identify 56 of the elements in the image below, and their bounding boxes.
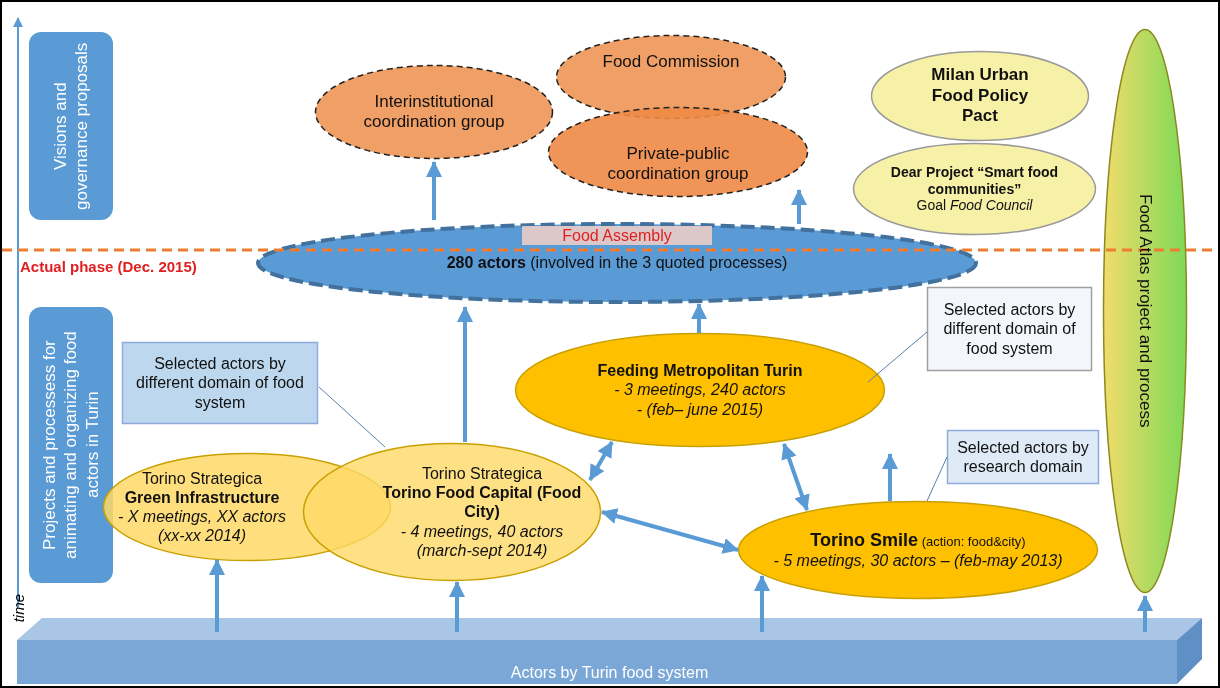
node-title: Feeding Metropolitan Turin [597, 361, 803, 381]
group-oval [547, 106, 809, 198]
process-oval [737, 500, 1099, 600]
node-title: Milan Urban Food Policy Pact [930, 65, 1030, 127]
arrow [691, 303, 707, 333]
node-text: 280 actors (involved in the 3 quoted processes) [446, 253, 788, 273]
arrow [791, 189, 807, 224]
node-title: Dear Project “Smart food communities” [889, 163, 1060, 198]
meeting-details: - X meetings, XX actors (xx-xx 2014) [116, 507, 288, 546]
pact-oval [870, 50, 1090, 142]
leader-line [318, 386, 386, 448]
band-text: Projects and processess for animating and organizing food actors in Turin [39, 330, 103, 561]
node-text: Torino Strategica [421, 464, 543, 484]
node-title: Green Infrastructure [124, 487, 280, 507]
meeting-details: - (feb– june 2015) [636, 399, 764, 419]
node-text: Private-public coordination group [606, 143, 750, 185]
band-text: Food Atlas project and process [1135, 194, 1156, 428]
arrow [754, 575, 770, 632]
leader-line [867, 331, 928, 383]
node-text: Selected actors by different domain of food system [942, 300, 1077, 358]
callout-box [122, 342, 318, 424]
node-text: Selected actors by research domain [956, 437, 1090, 477]
heading-band [29, 32, 113, 220]
atlas-oval [1102, 28, 1188, 594]
node-text: - 5 meetings, 30 actors – (feb-may 2013) [773, 551, 1063, 571]
phase-label: Actual phase (Dec. 2015) [20, 258, 197, 275]
band-text: Visions and governance proposals [49, 41, 92, 212]
axis-label: time [10, 594, 27, 623]
double-arrow [588, 441, 614, 481]
project-oval [852, 142, 1097, 236]
node-text: Food Commission [602, 51, 740, 73]
assembly-title: Food Assembly [522, 225, 712, 245]
process-oval [514, 332, 886, 448]
platform-text: Actors by Turin food system [510, 662, 709, 682]
node-text: Torino Strategica [141, 468, 263, 488]
node-title: Torino Food Capital (Food City) [382, 483, 582, 522]
callout-box [947, 430, 1099, 484]
group-oval [314, 64, 554, 160]
arrow [209, 559, 225, 632]
process-oval [302, 442, 602, 582]
heading-band [29, 307, 113, 583]
node-text: Goal Food Council [916, 197, 1033, 215]
arrow [426, 161, 442, 220]
node-text: Torino Smile (action: food&city) [810, 529, 1026, 552]
meeting-details: - 4 meetings, 40 actors (march-sept 2014) [399, 521, 565, 560]
node-text: Interinstitutional coordination group [362, 91, 506, 133]
arrow [457, 306, 473, 442]
arrow [1137, 595, 1153, 632]
leader-line [926, 456, 948, 502]
callout-box [927, 287, 1092, 371]
double-arrow [601, 508, 739, 554]
node-text: Selected actors by different domain of food system [135, 354, 305, 412]
arrow [449, 581, 465, 632]
meeting-details: - 3 meetings, 240 actors [614, 380, 786, 400]
double-arrow [781, 443, 810, 511]
arrow [882, 453, 898, 501]
